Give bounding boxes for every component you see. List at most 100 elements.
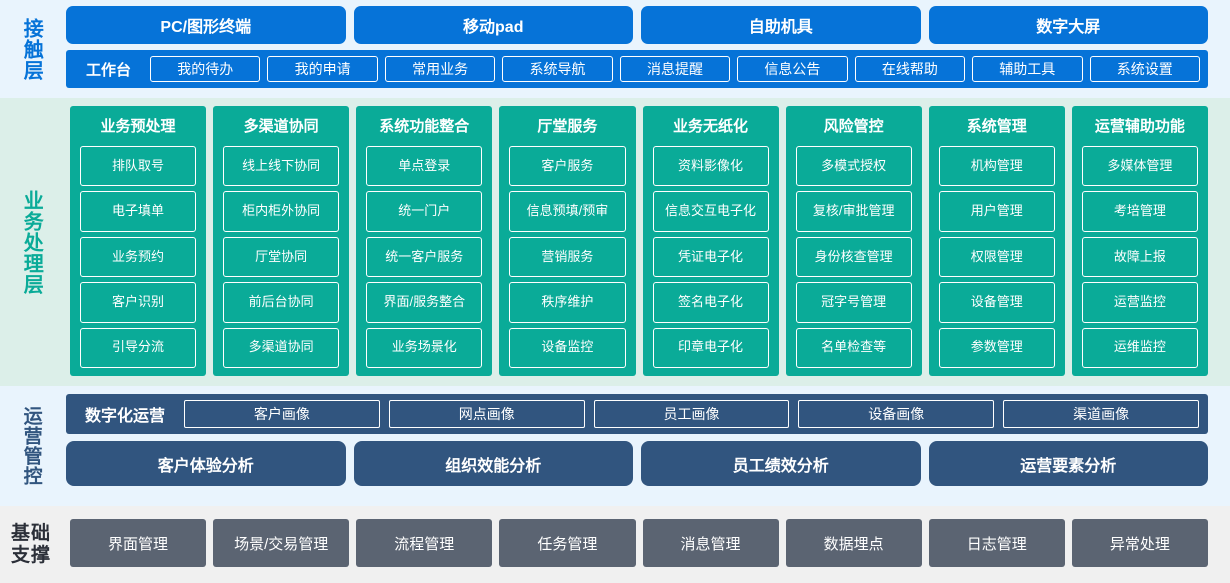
base-layer-label: 基础 支撑 xyxy=(0,506,62,583)
business-item[interactable]: 名单检查等 xyxy=(795,327,912,369)
business-item[interactable]: 故障上报 xyxy=(1081,236,1198,278)
channel-row: PC/图形终端 移动pad 自助机具 数字大屏 xyxy=(66,6,1208,44)
operation-layer-body: 数字化运营 客户画像 网点画像 员工画像 设备画像 渠道画像 客户体验分析 组织… xyxy=(62,386,1230,506)
business-item[interactable]: 营销服务 xyxy=(509,236,626,278)
business-item[interactable]: 运维监控 xyxy=(1081,327,1198,369)
base-label-line1: 基础 xyxy=(10,523,51,545)
analysis-operation-elements[interactable]: 运营要素分析 xyxy=(928,441,1208,486)
business-item[interactable]: 冠字号管理 xyxy=(795,282,912,323)
business-item[interactable]: 统一客户服务 xyxy=(366,236,483,278)
business-column-system-integration: 系统功能整合 单点登录 统一门户 统一客户服务 界面/服务整合 业务场景化 xyxy=(356,106,493,376)
workbench-item-system-nav[interactable]: 系统导航 xyxy=(502,56,613,82)
business-item[interactable]: 签名电子化 xyxy=(652,282,769,323)
business-item[interactable]: 多模式授权 xyxy=(795,146,912,187)
business-layer: 业务处理层 业务预处理 排队取号 电子填单 业务预约 客户识别 引导分流 多渠道… xyxy=(0,98,1230,386)
business-column-pre-processing: 业务预处理 排队取号 电子填单 业务预约 客户识别 引导分流 xyxy=(70,106,207,376)
contact-layer: 接触层 PC/图形终端 移动pad 自助机具 数字大屏 工作台 我的待办 我的申… xyxy=(0,0,1230,98)
operation-layer: 运营管控 数字化运营 客户画像 网点画像 员工画像 设备画像 渠道画像 客户体验… xyxy=(0,386,1230,506)
workbench-item-system-settings[interactable]: 系统设置 xyxy=(1089,56,1200,82)
business-column-system-management: 系统管理 机构管理 用户管理 权限管理 设备管理 参数管理 xyxy=(928,106,1065,376)
business-item[interactable]: 统一门户 xyxy=(366,191,483,232)
analysis-customer-experience[interactable]: 客户体验分析 xyxy=(66,441,346,486)
business-item[interactable]: 运营监控 xyxy=(1081,282,1198,323)
business-item[interactable]: 权限管理 xyxy=(938,236,1055,278)
business-item[interactable]: 业务预约 xyxy=(80,236,197,278)
base-item-process-management[interactable]: 流程管理 xyxy=(356,519,493,567)
business-item[interactable]: 客户识别 xyxy=(80,282,197,323)
business-column-risk-control: 风险管控 多模式授权 复核/审批管理 身份核查管理 冠字号管理 名单检查等 xyxy=(785,106,922,376)
base-item-ui-management[interactable]: 界面管理 xyxy=(70,519,207,567)
base-item-exception-handling[interactable]: 异常处理 xyxy=(1071,519,1208,567)
base-item-task-management[interactable]: 任务管理 xyxy=(499,519,636,567)
business-column-operation-assist: 运营辅助功能 多媒体管理 考培管理 故障上报 运营监控 运维监控 xyxy=(1071,106,1208,376)
business-item[interactable]: 用户管理 xyxy=(938,191,1055,232)
workbench-item-message-alert[interactable]: 消息提醒 xyxy=(619,56,731,82)
workbench-bar: 工作台 我的待办 我的申请 常用业务 系统导航 消息提醒 信息公告 在线帮助 辅… xyxy=(66,50,1208,88)
business-item[interactable]: 业务场景化 xyxy=(366,327,483,369)
business-column-lobby-service: 厅堂服务 客户服务 信息预填/预审 营销服务 秩序维护 设备监控 xyxy=(499,106,636,376)
portrait-item-channel[interactable]: 渠道画像 xyxy=(1003,400,1199,428)
business-item[interactable]: 信息交互电子化 xyxy=(652,191,769,232)
workbench-item-online-help[interactable]: 在线帮助 xyxy=(854,56,966,82)
business-item[interactable]: 印章电子化 xyxy=(652,327,769,369)
analysis-organization-efficiency[interactable]: 组织效能分析 xyxy=(353,441,633,486)
analysis-row: 客户体验分析 组织效能分析 员工绩效分析 运营要素分析 xyxy=(66,441,1208,486)
contact-layer-label: 接触层 xyxy=(0,0,62,98)
workbench-item-my-todo[interactable]: 我的待办 xyxy=(150,56,261,82)
channel-digital-screen[interactable]: 数字大屏 xyxy=(928,6,1208,44)
business-item[interactable]: 复核/审批管理 xyxy=(795,191,912,232)
business-item[interactable]: 线上线下协同 xyxy=(223,146,340,187)
channel-pc[interactable]: PC/图形终端 xyxy=(66,6,346,44)
business-item[interactable]: 参数管理 xyxy=(938,327,1055,369)
business-item[interactable]: 秩序维护 xyxy=(509,282,626,323)
column-title: 业务预处理 xyxy=(100,118,176,135)
business-item[interactable]: 设备监控 xyxy=(509,327,626,369)
business-item[interactable]: 多媒体管理 xyxy=(1081,146,1198,187)
portrait-item-device[interactable]: 设备画像 xyxy=(798,400,995,428)
workbench-item-my-application[interactable]: 我的申请 xyxy=(267,56,378,82)
workbench-item-common-business[interactable]: 常用业务 xyxy=(384,56,496,82)
base-item-log-management[interactable]: 日志管理 xyxy=(928,519,1065,567)
column-title: 多渠道协同 xyxy=(243,118,319,135)
business-item[interactable]: 电子填单 xyxy=(80,191,197,232)
workbench-item-aux-tools[interactable]: 辅助工具 xyxy=(972,56,1083,82)
analysis-employee-performance[interactable]: 员工绩效分析 xyxy=(641,441,921,486)
operation-layer-label: 运营管控 xyxy=(0,386,62,506)
business-item[interactable]: 机构管理 xyxy=(938,146,1055,187)
digital-operation-title: 数字化运营 xyxy=(85,408,166,425)
column-title: 风险管控 xyxy=(823,118,884,135)
workbench-item-announcement[interactable]: 信息公告 xyxy=(737,56,848,82)
business-item[interactable]: 界面/服务整合 xyxy=(366,282,483,323)
column-title: 运营辅助功能 xyxy=(1094,118,1185,135)
business-layer-body: 业务预处理 排队取号 电子填单 业务预约 客户识别 引导分流 多渠道协同 线上线… xyxy=(62,98,1230,386)
business-item[interactable]: 客户服务 xyxy=(509,146,626,187)
business-item[interactable]: 前后台协同 xyxy=(223,282,340,323)
portrait-item-branch[interactable]: 网点画像 xyxy=(388,400,585,428)
channel-mobile-pad[interactable]: 移动pad xyxy=(353,6,633,44)
column-title: 业务无纸化 xyxy=(673,118,749,135)
business-item[interactable]: 资料影像化 xyxy=(652,146,769,187)
business-column-multichannel: 多渠道协同 线上线下协同 柜内柜外协同 厅堂协同 前后台协同 多渠道协同 xyxy=(213,106,350,376)
contact-layer-body: PC/图形终端 移动pad 自助机具 数字大屏 工作台 我的待办 我的申请 常用… xyxy=(62,0,1230,98)
base-layer: 基础 支撑 界面管理 场景/交易管理 流程管理 任务管理 消息管理 数据埋点 日… xyxy=(0,506,1230,583)
column-title: 厅堂服务 xyxy=(537,118,598,135)
business-item[interactable]: 引导分流 xyxy=(80,327,197,369)
business-item[interactable]: 身份核查管理 xyxy=(795,236,912,278)
channel-self-service[interactable]: 自助机具 xyxy=(641,6,921,44)
business-item[interactable]: 设备管理 xyxy=(938,282,1055,323)
business-item[interactable]: 凭证电子化 xyxy=(652,236,769,278)
base-item-scene-transaction[interactable]: 场景/交易管理 xyxy=(213,519,350,567)
base-item-message-management[interactable]: 消息管理 xyxy=(642,519,779,567)
portrait-item-employee[interactable]: 员工画像 xyxy=(593,400,790,428)
business-item[interactable]: 多渠道协同 xyxy=(223,327,340,369)
portrait-item-customer[interactable]: 客户画像 xyxy=(184,400,380,428)
business-item[interactable]: 考培管理 xyxy=(1081,191,1198,232)
business-item[interactable]: 信息预填/预审 xyxy=(509,191,626,232)
business-item[interactable]: 排队取号 xyxy=(80,146,197,187)
base-label-line2: 支撑 xyxy=(10,544,51,566)
business-item[interactable]: 单点登录 xyxy=(366,146,483,187)
base-item-data-tracking[interactable]: 数据埋点 xyxy=(785,519,922,567)
business-item[interactable]: 柜内柜外协同 xyxy=(223,191,340,232)
business-item[interactable]: 厅堂协同 xyxy=(223,236,340,278)
